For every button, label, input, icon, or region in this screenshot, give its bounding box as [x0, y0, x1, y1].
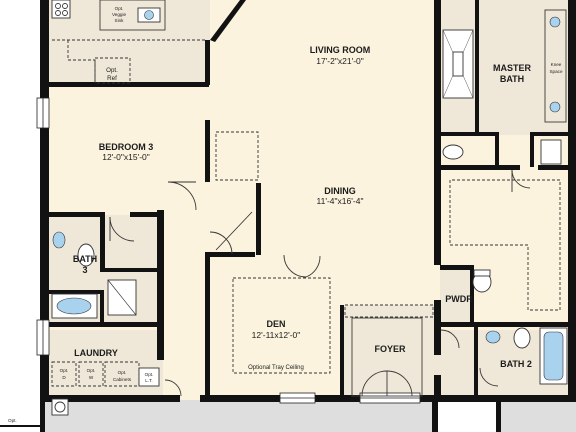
den-closet — [215, 131, 259, 181]
master-closet — [449, 169, 561, 311]
dining-dims: 11'-4"x16'-4" — [317, 196, 364, 206]
tray-ceiling-outline — [232, 277, 331, 374]
garage-walls — [40, 400, 501, 432]
windows — [36, 97, 421, 404]
den — [209, 211, 331, 374]
bath3-toilet — [77, 243, 95, 267]
master-closet-door — [540, 139, 562, 165]
living-room-name: LIVING ROOM — [310, 45, 371, 55]
laundry-sink — [138, 367, 160, 387]
interior-walls — [49, 0, 568, 400]
foyer-tile — [340, 305, 440, 400]
master-bath-name-2: BATH — [500, 74, 524, 84]
laundry-sink-label-1: Opt. — [145, 372, 154, 377]
bath3 — [51, 231, 137, 319]
vanity-sink-2 — [549, 101, 561, 113]
laundry-tile — [48, 330, 163, 400]
den-dims: 12'-11x12'-0" — [252, 330, 301, 340]
knee-space-label-2: Space — [549, 69, 562, 74]
bath3-sink — [52, 231, 66, 249]
veggie-label-1: Opt. — [115, 6, 124, 11]
opt-dryer-label-1: Opt. — [60, 368, 69, 373]
bedroom3-dims: 12'-0"x15'-0" — [102, 152, 150, 162]
room-labels: LIVING ROOM 17'-2"x21'-0" MASTER BATH BE… — [73, 45, 532, 371]
bedroom3-name: BEDROOM 3 — [99, 142, 154, 152]
master-toilet — [442, 144, 464, 160]
dining-name: DINING — [324, 186, 356, 196]
vanity-sink-1 — [549, 16, 561, 28]
knee-space-label-1: Knee — [551, 62, 562, 67]
powder-name: PWDR — [445, 294, 473, 304]
laundry: Opt. D Opt. W Opt. Cabinets Opt. L.T. — [51, 361, 182, 397]
veggie-label-2: Veggie — [112, 12, 126, 17]
laundry-name: LAUNDRY — [74, 348, 118, 358]
opt-cabinets-label-2: Cabinets — [113, 377, 132, 382]
bath2-toilet — [513, 327, 531, 349]
shower-seat — [452, 51, 464, 77]
foyer — [344, 304, 460, 397]
opt-ref-zone — [94, 57, 131, 84]
bedroom3 — [109, 181, 197, 242]
bath2-name: BATH 2 — [500, 359, 532, 369]
bath3-name-1: BATH — [73, 254, 97, 264]
powder-tile — [440, 265, 470, 327]
opt-ref-label-1: Opt. — [106, 67, 118, 74]
opt-cabinets-label-1: Opt. — [118, 370, 127, 375]
bath3-name-2: 3 — [82, 265, 87, 275]
veggie-label-3: Sink — [115, 18, 125, 23]
garage-area — [45, 400, 576, 432]
living-room-dims: 17'-2"x21'-0" — [316, 56, 364, 66]
master-bath: Knee Space — [442, 9, 567, 165]
den-tray-note: Optional Tray Ceiling — [248, 365, 304, 371]
opt-washer-zone — [78, 361, 104, 387]
laundry-sink-label-2: L.T. — [145, 378, 152, 383]
opt-dryer-zone — [51, 361, 77, 387]
cooktop — [51, 0, 71, 19]
foyer-name: FOYER — [374, 344, 406, 354]
exterior-walls — [40, 0, 576, 402]
opt-washer-label-2: W — [89, 375, 94, 380]
bath2 — [479, 327, 568, 387]
veggie-sink-basin — [144, 10, 154, 20]
master-bath-name-1: MASTER — [493, 63, 532, 73]
kitchen-tile — [48, 0, 210, 82]
water-heater — [51, 398, 69, 416]
garage-opt-label: Opt. — [8, 418, 17, 423]
opt-dryer-label-2: D — [62, 375, 66, 380]
opt-washer-label-1: Opt. — [87, 368, 96, 373]
powder — [472, 269, 492, 293]
den-name: DEN — [266, 319, 285, 329]
living-room-angled-wall — [210, 0, 246, 42]
opt-ref-label-2: Ref — [107, 75, 117, 82]
kitchen: Opt. Veggie Sink Opt. Ref — [51, 0, 205, 84]
garage-fixture: Opt. — [0, 398, 69, 427]
bath2-sink — [485, 330, 501, 344]
